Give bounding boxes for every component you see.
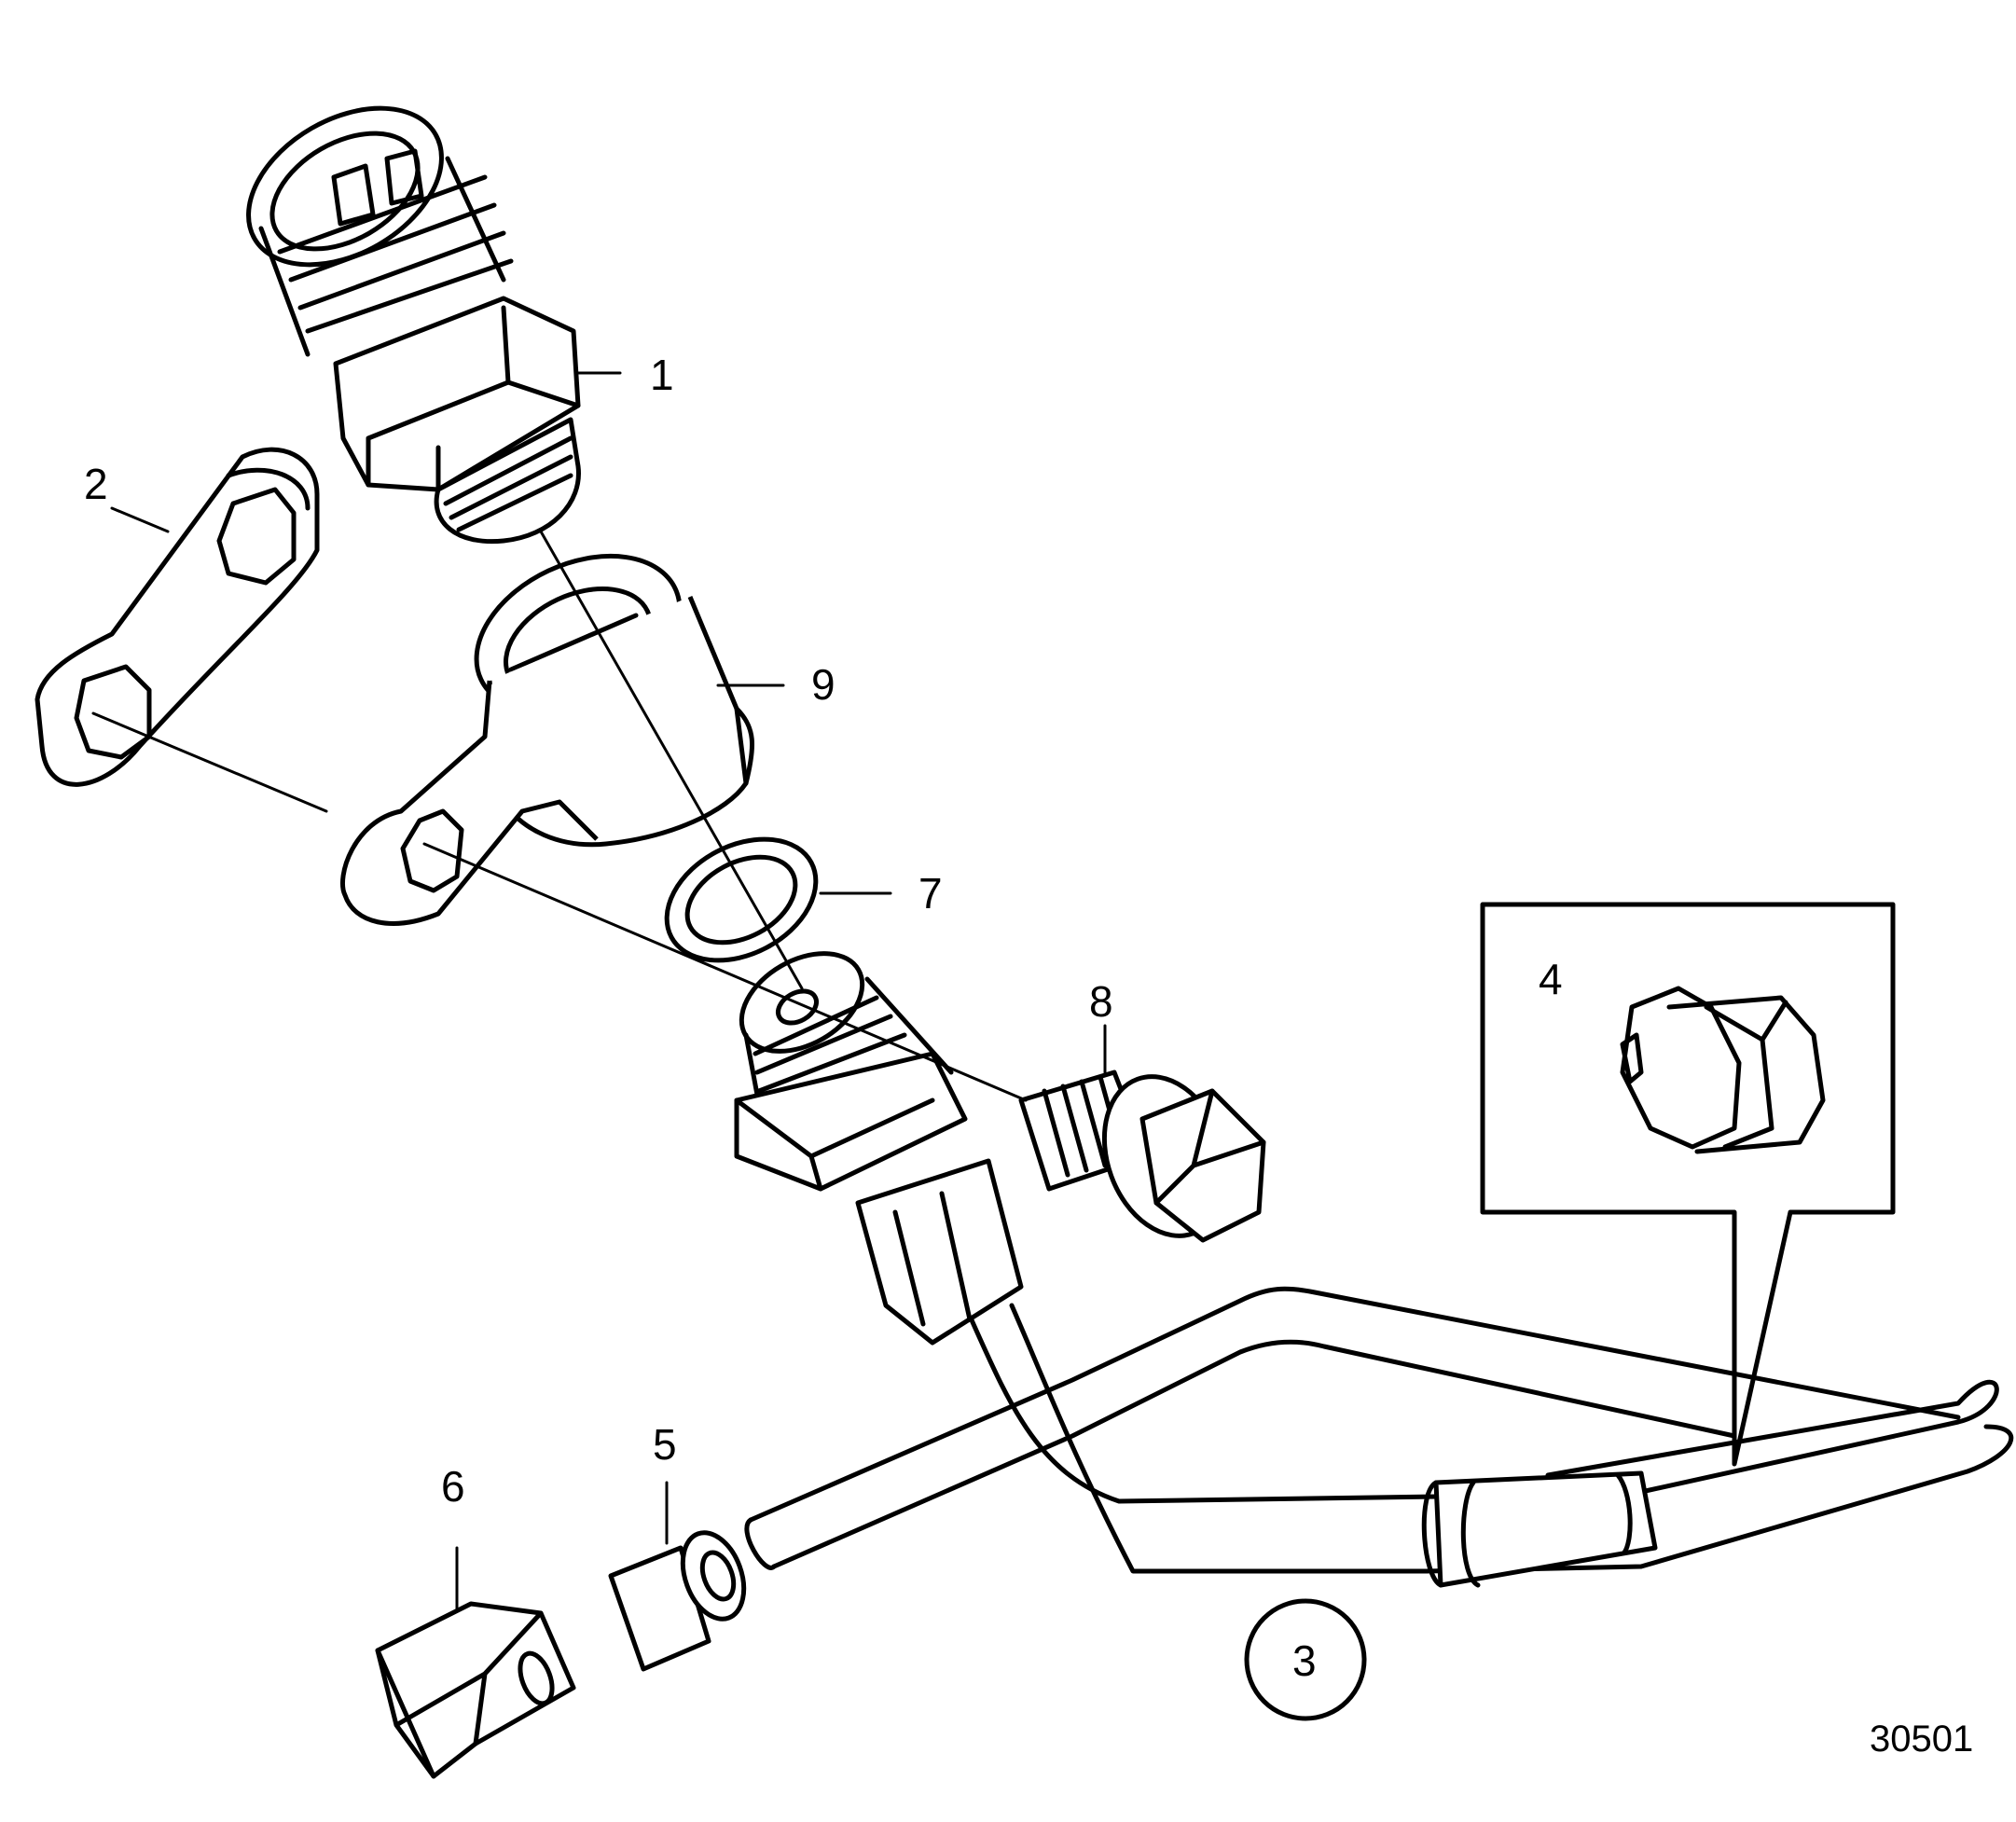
callout-6: 6 (441, 1462, 465, 1511)
alignment-lines (91, 530, 1028, 1102)
pipe-connector (734, 951, 1024, 1346)
plate-part-2 (35, 447, 320, 787)
figure-code: 30501 (1870, 1718, 1973, 1760)
callout-4: 4 (1539, 955, 1563, 1003)
bracket-part-9 (340, 553, 785, 926)
callout-1: 1 (650, 351, 674, 399)
callout-5: 5 (653, 1420, 677, 1469)
callout-9: 9 (811, 660, 835, 709)
fuel-pipe-part-3 (744, 1286, 2014, 1588)
callout-8: 8 (1089, 977, 1113, 1026)
bolt-part-8 (1018, 1024, 1266, 1243)
callout-3-circle (1244, 1598, 1367, 1721)
callout-3: 3 (1292, 1636, 1317, 1685)
callout-2: 2 (84, 460, 108, 508)
ferrule-part-5 (608, 1481, 747, 1672)
washer-part-7 (664, 836, 892, 963)
detail-inset-part-4 (1480, 902, 1896, 1467)
callout-7: 7 (918, 869, 943, 918)
nut-part-6 (375, 1546, 576, 1779)
sensor-part-1 (246, 105, 622, 545)
